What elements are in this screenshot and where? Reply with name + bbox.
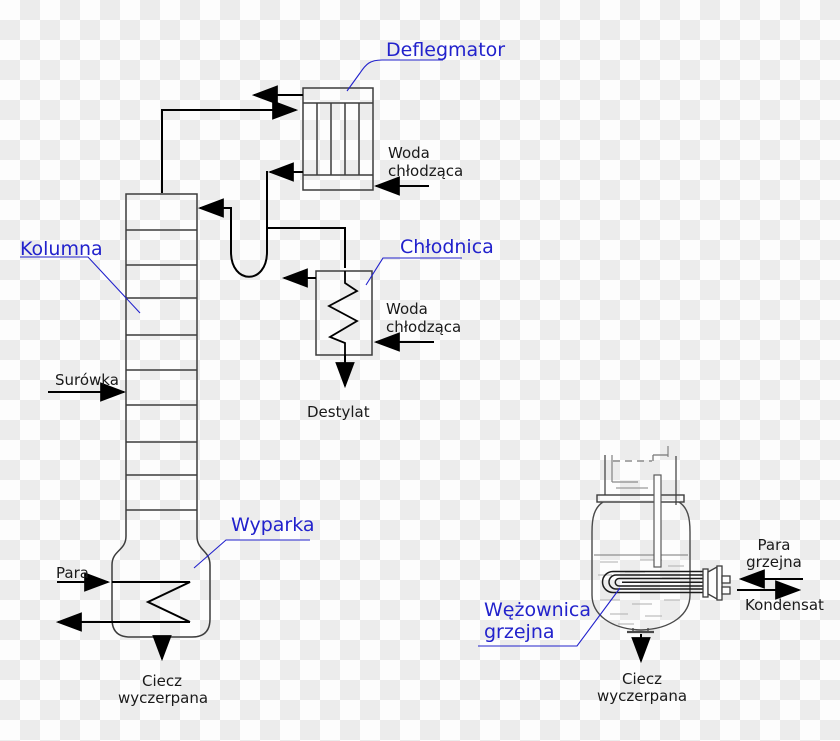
label-wyparka: Wyparka bbox=[231, 514, 315, 536]
flow-lines bbox=[48, 85, 803, 664]
cooler-coil bbox=[327, 271, 359, 355]
label-leader-lines bbox=[20, 59, 621, 647]
label-destylat: Destylat bbox=[307, 403, 370, 421]
vapor-to-cooler bbox=[267, 227, 346, 268]
leader-kolumna bbox=[20, 256, 141, 314]
leader-chlodnica bbox=[365, 257, 462, 286]
label-wezownica-line1: Wężownica bbox=[484, 599, 592, 621]
kettle bbox=[591, 446, 731, 634]
label-chlodnica: Chłodnica bbox=[400, 236, 494, 258]
label-para: Para bbox=[56, 564, 89, 582]
evaporator-coil bbox=[112, 581, 191, 623]
label-woda-cooler-line1: Woda bbox=[386, 300, 428, 318]
leader-wezownica bbox=[478, 587, 621, 647]
label-ciecz-wyczerpana-left: Ciecz wyczerpana bbox=[118, 672, 209, 707]
reflux-u-seal bbox=[197, 171, 268, 278]
label-para-grzejna-line1: Para bbox=[757, 536, 791, 554]
kettle-flange bbox=[596, 494, 685, 503]
label-kondensat: Kondensat bbox=[745, 596, 824, 614]
label-ciecz-wyczerpana-right: Ciecz wyczerpana bbox=[597, 671, 687, 705]
dephlegmator-outline bbox=[302, 87, 374, 191]
column-outline bbox=[111, 193, 211, 638]
label-para-grzejna: Para grzejna bbox=[738, 537, 810, 571]
kettle-bottom-outlet bbox=[627, 628, 654, 634]
kettle-coil-nozzle bbox=[702, 565, 731, 601]
label-ciecz-left-line2: wyczerpana bbox=[118, 689, 209, 707]
kettle-heating-coil bbox=[601, 570, 705, 594]
leader-wyparka bbox=[193, 539, 310, 569]
leader-deflegmator bbox=[346, 59, 443, 92]
kettle-body bbox=[591, 501, 691, 631]
label-ciecz-right-line1: Ciecz bbox=[622, 670, 662, 688]
label-woda-top-line2: chłodząca bbox=[388, 162, 464, 180]
label-ciecz-left-line1: Ciecz bbox=[142, 672, 182, 690]
label-cooling-water-dephlegmator: Woda chłodząca bbox=[388, 144, 463, 180]
label-ciecz-right-line2: wyczerpana bbox=[597, 687, 688, 705]
label-deflegmator: Deflegmator bbox=[386, 39, 506, 61]
label-woda-cooler-line2: chłodząca bbox=[386, 318, 462, 336]
label-kolumna: Kolumna bbox=[20, 238, 103, 260]
label-surowka: Surówka bbox=[55, 371, 119, 389]
kettle-neck bbox=[604, 446, 677, 505]
column-trays bbox=[126, 229, 197, 511]
vapor-to-dephlegmator bbox=[161, 100, 299, 193]
label-para-grzejna-line2: grzejna bbox=[746, 553, 802, 571]
label-cooling-water-cooler: Woda chłodząca bbox=[386, 300, 461, 336]
kettle-dip-tube bbox=[653, 474, 662, 568]
label-wezownica-line2: grzejna bbox=[484, 621, 555, 643]
label-wezownica-grzejna: Wężownica grzejna bbox=[484, 599, 591, 643]
label-woda-top-line1: Woda bbox=[388, 144, 430, 162]
